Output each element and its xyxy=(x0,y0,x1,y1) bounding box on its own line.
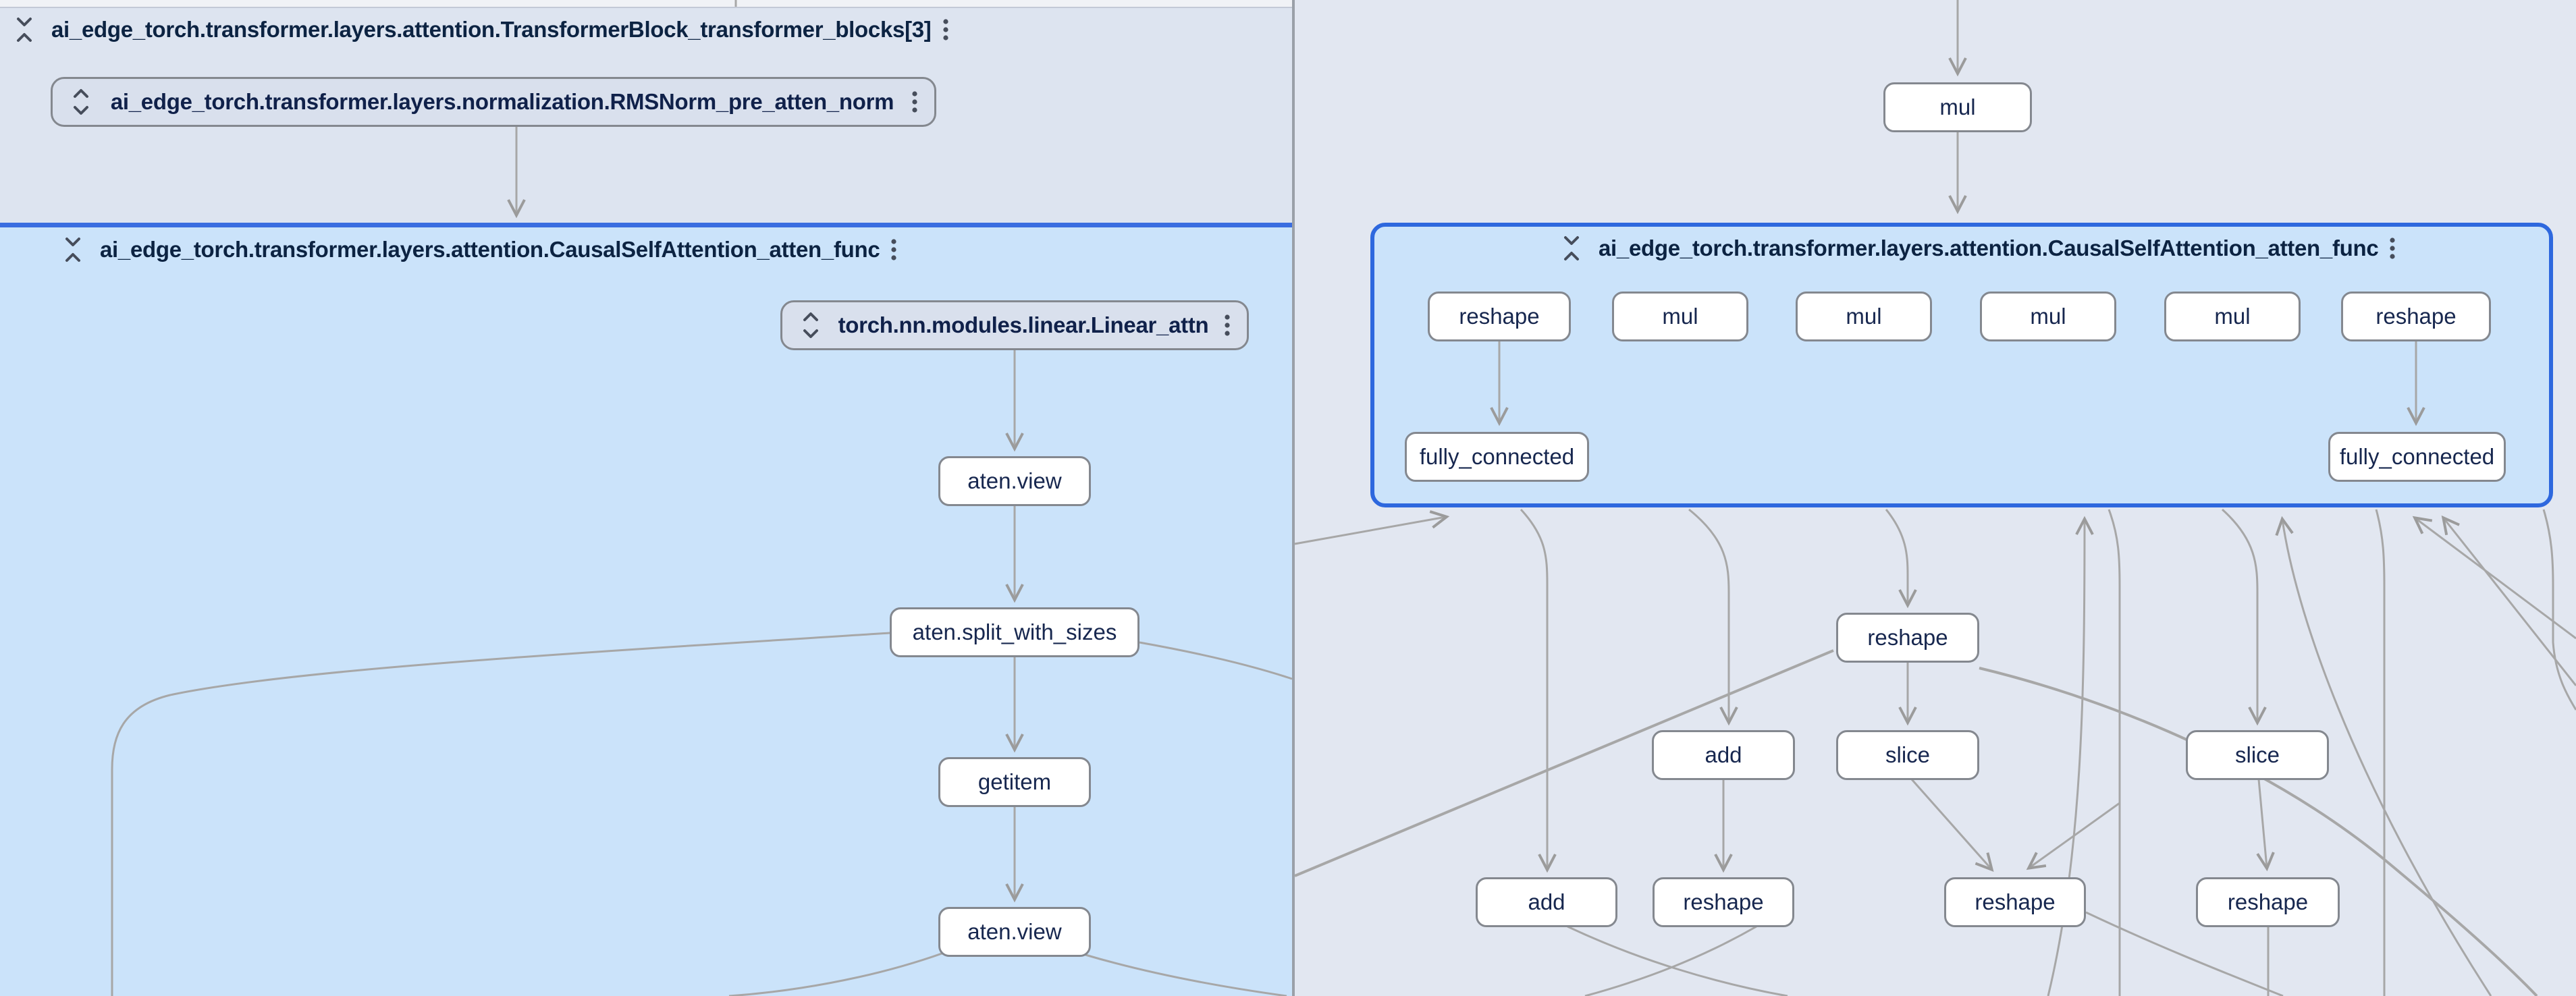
pane-divider[interactable] xyxy=(1292,0,1295,996)
kebab-menu-icon[interactable] xyxy=(2388,233,2397,263)
op-node-reshape-mid[interactable]: reshape xyxy=(1836,613,1979,663)
transformer-block-header: ai_edge_torch.transformer.layers.attenti… xyxy=(11,15,950,45)
op-node-label: mul xyxy=(1939,94,1976,119)
op-node-slice-1[interactable]: slice xyxy=(1836,730,1979,780)
collapse-icon[interactable] xyxy=(59,235,86,265)
op-node-label: mul xyxy=(1662,304,1698,329)
op-node-label: aten.view xyxy=(967,468,1062,493)
attention-region-right-header: ai_edge_torch.transformer.layers.attenti… xyxy=(1558,233,2397,263)
op-node-reshape-b2[interactable]: reshape xyxy=(1944,877,2086,927)
op-node-add-1[interactable]: add xyxy=(1652,730,1795,780)
op-node-label: reshape xyxy=(1459,304,1540,329)
op-node-reshape-b3[interactable]: reshape xyxy=(2196,877,2340,927)
op-node-fully-connected-left[interactable]: fully_connected xyxy=(1405,432,1589,482)
op-node-label: getitem xyxy=(977,769,1052,794)
expand-icon[interactable] xyxy=(68,86,95,118)
kebab-menu-icon[interactable] xyxy=(941,15,950,45)
op-node-getitem[interactable]: getitem xyxy=(938,757,1091,807)
op-node-label: aten.split_with_sizes xyxy=(912,619,1117,644)
op-node-label: reshape xyxy=(1867,625,1948,650)
op-node-mul-1[interactable]: mul xyxy=(1612,292,1748,341)
op-node-aten-split-with-sizes[interactable]: aten.split_with_sizes xyxy=(890,607,1139,657)
op-node-aten-view[interactable]: aten.view xyxy=(938,456,1091,506)
attention-region-left-title: ai_edge_torch.transformer.layers.attenti… xyxy=(100,237,880,262)
rmsnorm-module-label: ai_edge_torch.transformer.layers.normali… xyxy=(110,89,894,114)
op-node-label: mul xyxy=(2030,304,2066,329)
op-node-label: fully_connected xyxy=(2339,444,2495,469)
op-node-label: fully_connected xyxy=(1419,444,1575,469)
op-node-mul-3[interactable]: mul xyxy=(1980,292,2116,341)
op-node-fully-connected-right[interactable]: fully_connected xyxy=(2328,432,2506,482)
op-node-slice-2[interactable]: slice xyxy=(2186,730,2329,780)
kebab-menu-icon[interactable] xyxy=(910,87,919,117)
op-node-label: mul xyxy=(2214,304,2251,329)
op-node-label: reshape xyxy=(2227,889,2309,914)
linear-module-label: torch.nn.modules.linear.Linear_attn xyxy=(838,312,1209,337)
op-node-label: add xyxy=(1528,889,1565,914)
collapse-icon[interactable] xyxy=(11,15,38,45)
kebab-menu-icon[interactable] xyxy=(1223,310,1232,340)
collapse-icon[interactable] xyxy=(1558,233,1585,263)
linear-module-node[interactable]: torch.nn.modules.linear.Linear_attn xyxy=(780,300,1249,350)
op-node-mul-top[interactable]: mul xyxy=(1883,82,2032,132)
op-node-reshape-1[interactable]: reshape xyxy=(1428,292,1571,341)
op-node-reshape-b1[interactable]: reshape xyxy=(1653,877,1794,927)
left-pane-outer-strip xyxy=(0,0,1292,7)
attention-region-left-header: ai_edge_torch.transformer.layers.attenti… xyxy=(59,235,898,265)
op-node-label: slice xyxy=(2234,742,2280,767)
op-node-label: slice xyxy=(1885,742,1931,767)
kebab-menu-icon[interactable] xyxy=(889,235,898,265)
op-node-mul-2[interactable]: mul xyxy=(1796,292,1932,341)
transformer-block-title: ai_edge_torch.transformer.layers.attenti… xyxy=(51,17,932,42)
rmsnorm-module-node[interactable]: ai_edge_torch.transformer.layers.normali… xyxy=(51,77,936,127)
op-node-label: aten.view xyxy=(967,919,1062,944)
op-node-label: mul xyxy=(1846,304,1882,329)
op-node-label: reshape xyxy=(2376,304,2457,329)
op-node-add-bottom[interactable]: add xyxy=(1476,877,1617,927)
op-node-label: reshape xyxy=(1975,889,2056,914)
op-node-mul-4[interactable]: mul xyxy=(2164,292,2301,341)
op-node-aten-view-2[interactable]: aten.view xyxy=(938,907,1091,957)
attention-region-right-title: ai_edge_torch.transformer.layers.attenti… xyxy=(1599,236,2379,260)
op-node-label: reshape xyxy=(1683,889,1764,914)
expand-icon[interactable] xyxy=(797,309,824,341)
op-node-label: add xyxy=(1705,742,1742,767)
op-node-reshape-2[interactable]: reshape xyxy=(2341,292,2491,341)
